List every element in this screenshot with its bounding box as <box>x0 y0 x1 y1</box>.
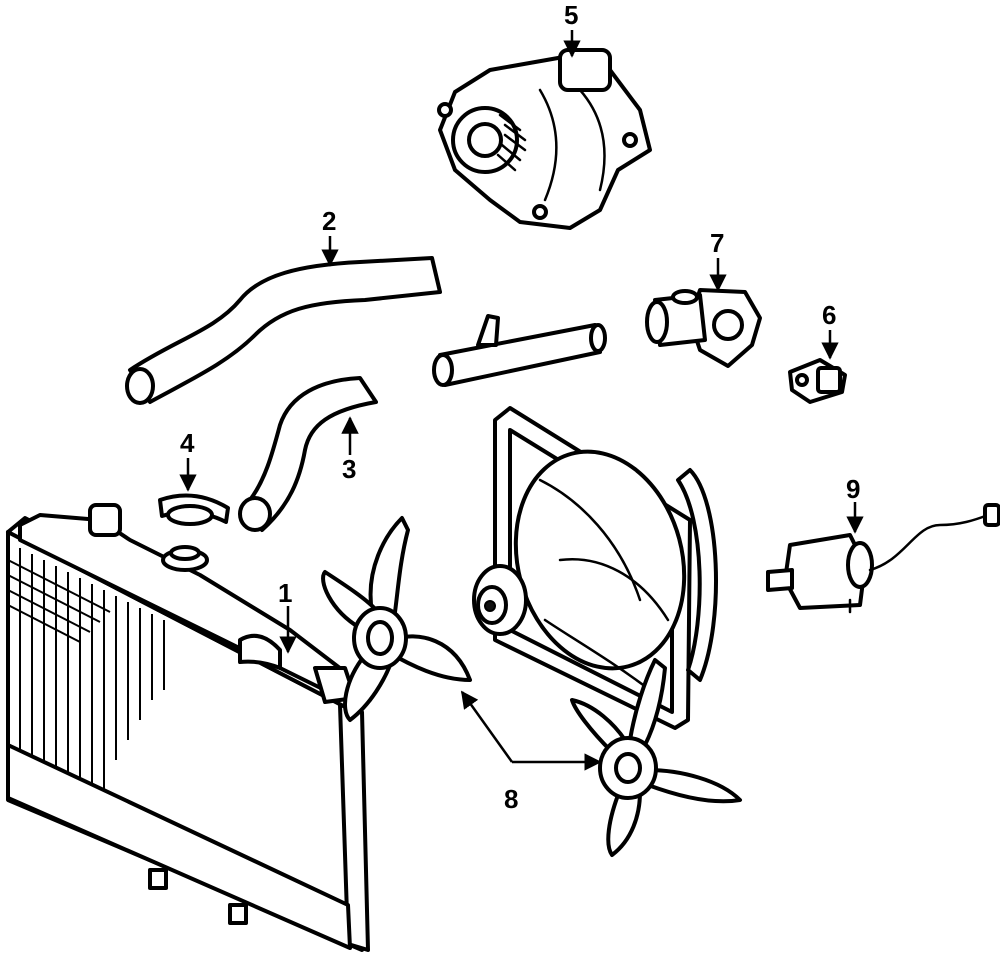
radiator <box>6 503 372 952</box>
callout-8: 8 <box>504 784 518 814</box>
leader-lines <box>179 30 864 771</box>
callout-9: 9 <box>846 474 860 504</box>
water-inlet-pipe <box>432 314 607 387</box>
fan-switch <box>766 503 1000 614</box>
fan-blade-lower <box>570 658 742 857</box>
water-pump <box>437 48 652 230</box>
callout-6: 6 <box>822 300 836 330</box>
pump-pulley-teeth <box>496 113 527 172</box>
callout-2: 2 <box>322 206 336 236</box>
fan-motor <box>472 564 528 636</box>
callout-1: 1 <box>278 578 292 608</box>
lower-radiator-hose <box>238 376 378 532</box>
radiator-fins <box>7 548 165 830</box>
fan-shroud <box>493 406 719 730</box>
callout-3: 3 <box>342 454 356 484</box>
radiator-cap <box>158 493 230 526</box>
thermostat-housing <box>645 288 762 368</box>
callout-4: 4 <box>180 428 195 458</box>
temperature-sensor <box>788 358 847 404</box>
callout-5: 5 <box>564 0 578 30</box>
callout-7: 7 <box>710 228 724 258</box>
upper-radiator-hose <box>125 256 442 405</box>
fan-blade-upper <box>321 516 472 722</box>
